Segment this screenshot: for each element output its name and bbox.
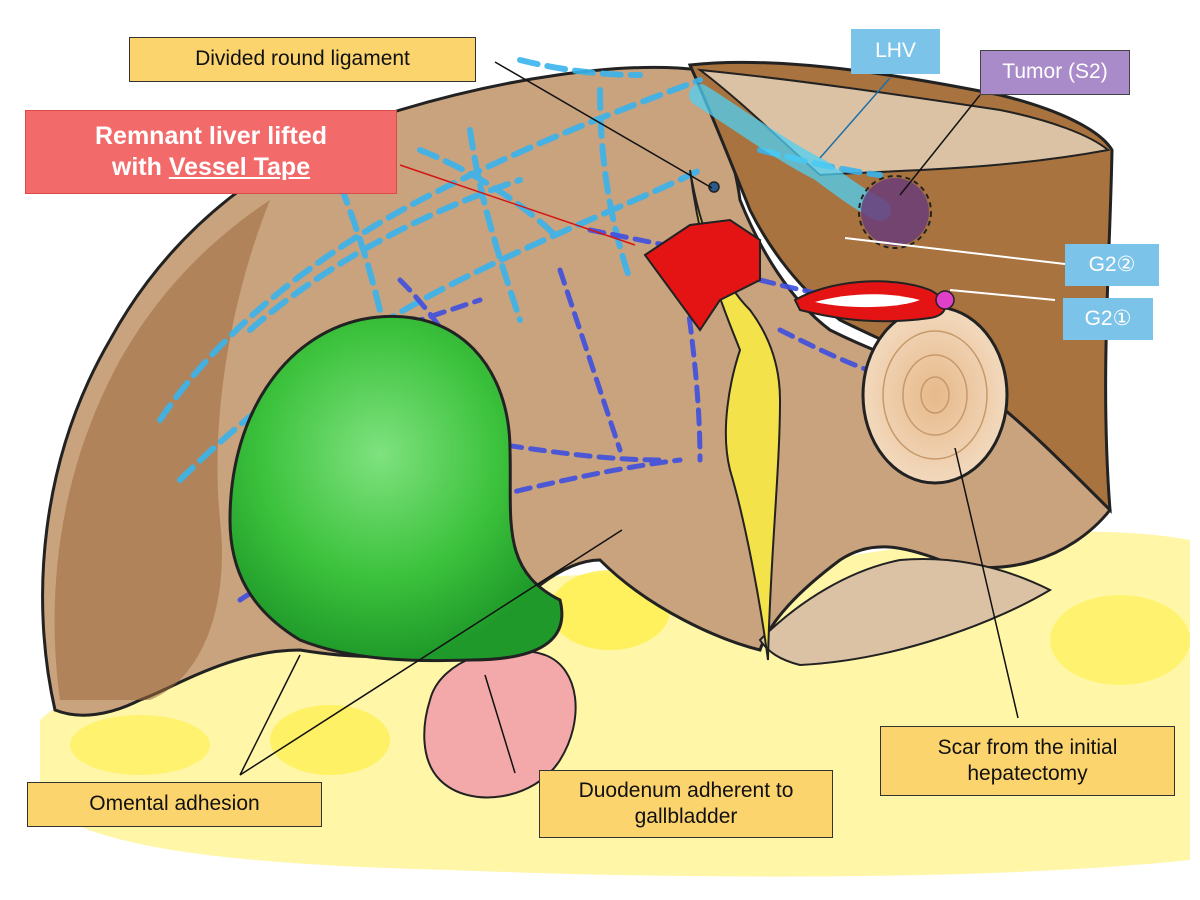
- liver-lower-flap: [758, 558, 1053, 667]
- label-text-line2: with Vessel Tape: [112, 152, 310, 183]
- tumor-s2: [858, 175, 932, 249]
- label-text-line1: Scar from the initial: [937, 735, 1118, 759]
- label-text: G2①: [1084, 306, 1132, 330]
- hepatectomy-scar: [861, 305, 1009, 485]
- label-duodenum: Duodenum adherent to gallbladder: [539, 770, 833, 838]
- label-divided-round-ligament: Divided round ligament: [129, 37, 476, 82]
- label-text: Tumor (S2): [1002, 60, 1108, 84]
- label-text-vessel-tape: Vessel Tape: [168, 153, 311, 181]
- label-g2-2: G2②: [1065, 244, 1159, 286]
- label-omental-adhesion: Omental adhesion: [27, 782, 322, 827]
- label-text: G2②: [1088, 252, 1136, 276]
- label-remnant-liver: Remnant liver lifted with Vessel Tape: [25, 110, 397, 194]
- label-text-prefix: with: [111, 153, 169, 181]
- label-text-line1: Remnant liver lifted: [95, 121, 327, 150]
- label-text-line2: hepatectomy: [967, 762, 1088, 785]
- label-lhv: LHV: [851, 29, 940, 74]
- round-ligament: [689, 169, 782, 661]
- label-text-line2: gallbladder: [634, 805, 738, 828]
- label-g2-1: G2①: [1063, 298, 1153, 340]
- vessel-tape-arrow: [643, 218, 761, 332]
- label-tumor: Tumor (S2): [980, 50, 1130, 95]
- g2-marker: [935, 290, 955, 310]
- label-scar: Scar from the initial hepatectomy: [880, 726, 1175, 796]
- label-text: Divided round ligament: [195, 47, 410, 71]
- liver-shading: [54, 200, 270, 700]
- label-text-line1: Duodenum adherent to: [578, 778, 794, 802]
- label-text: LHV: [875, 39, 916, 63]
- leader-lines: [239, 61, 1066, 776]
- label-text: Omental adhesion: [89, 792, 260, 816]
- vessel-tape-inner: [815, 294, 920, 308]
- lhv-vessel: [689, 84, 891, 221]
- gallbladder: [228, 314, 564, 663]
